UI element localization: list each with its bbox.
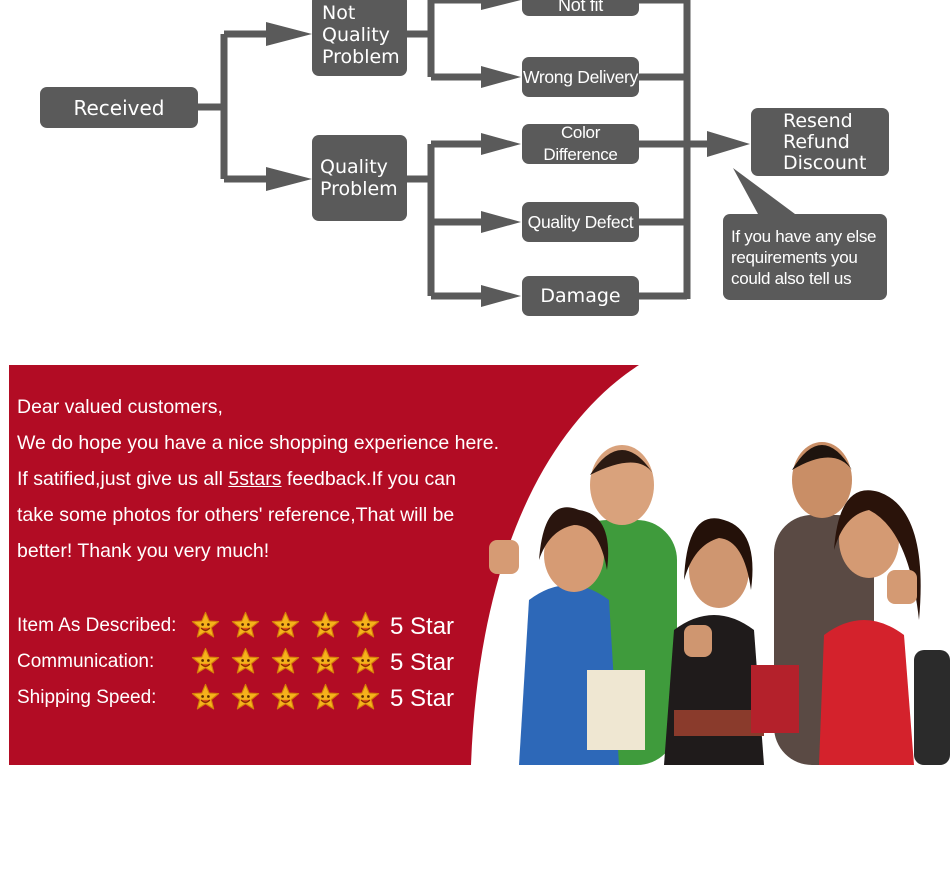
smiling-star-icon bbox=[311, 611, 340, 638]
smiling-star-icon bbox=[271, 611, 300, 638]
arrow-head bbox=[266, 22, 312, 46]
arrow-head bbox=[266, 167, 312, 191]
smiling-star-icon bbox=[271, 683, 300, 710]
node-label: Received bbox=[73, 95, 165, 120]
smiling-star-icon bbox=[231, 611, 260, 638]
node-quality-problem: Quality Problem bbox=[312, 135, 407, 221]
node-label: Resend Refund Discount bbox=[783, 109, 867, 174]
rating-value: 5 Star bbox=[390, 613, 455, 640]
note-text: If you have any else requirements you co… bbox=[731, 226, 877, 288]
rating-label: Shipping Speed: bbox=[17, 687, 157, 708]
node-not-fit: Not fit bbox=[522, 0, 639, 16]
node-not-quality-problem: Not Quality Problem bbox=[312, 0, 407, 76]
note-bubble: If you have any else requirements you co… bbox=[723, 214, 887, 300]
node-damage: Damage bbox=[522, 276, 639, 316]
thumb-up-hand bbox=[887, 570, 917, 604]
star-rating bbox=[191, 647, 380, 676]
smiling-star-icon bbox=[231, 647, 260, 674]
arrow-head bbox=[481, 66, 521, 88]
message-line: take some photos for others' reference,T… bbox=[17, 504, 455, 526]
return-process-flowchart: Received Not Quality Problem Quality Pro… bbox=[0, 0, 950, 330]
smiling-star-icon bbox=[311, 683, 340, 710]
person-front-left bbox=[489, 507, 645, 765]
message-text: If satified,just give us all bbox=[17, 468, 229, 490]
arrow-head bbox=[481, 0, 521, 10]
students-thumbs-up-photo bbox=[489, 442, 950, 765]
node-color-difference: Color Difference bbox=[522, 123, 639, 164]
smiling-star-icon bbox=[351, 647, 380, 674]
banner-background bbox=[9, 365, 639, 765]
message-line: We do hope you have a nice shopping expe… bbox=[17, 432, 500, 454]
message-line: better! Thank you very much! bbox=[17, 540, 270, 562]
node-label: Damage bbox=[540, 285, 621, 307]
arrow-head bbox=[707, 131, 750, 157]
star-rating bbox=[191, 611, 380, 640]
note-bubble-tail bbox=[733, 168, 795, 214]
smiling-star-icon bbox=[191, 683, 220, 710]
person-front-center bbox=[664, 518, 799, 765]
node-quality-defect: Quality Defect bbox=[522, 202, 639, 242]
arrow-head bbox=[481, 133, 521, 155]
rating-value: 5 Star bbox=[390, 685, 455, 712]
node-received: Received bbox=[40, 87, 198, 128]
message-line: If satified,just give us all 5stars feed… bbox=[17, 461, 499, 497]
thumb-up-hand bbox=[684, 625, 712, 657]
smiling-star-icon bbox=[311, 647, 340, 674]
rating-value: 5 Star bbox=[390, 649, 455, 676]
thumb-up-hand bbox=[489, 540, 519, 574]
smiling-star-icon bbox=[351, 683, 380, 710]
person-front-right bbox=[819, 490, 950, 765]
message-line: Dear valued customers, bbox=[17, 396, 223, 418]
node-label: Not fit bbox=[558, 0, 603, 15]
feedback-banner: Dear valued customers, We do hope you ha… bbox=[9, 365, 950, 765]
smiling-star-icon bbox=[191, 647, 220, 674]
arrow-head bbox=[481, 285, 521, 307]
node-label: Quality Defect bbox=[527, 212, 634, 232]
smiling-star-icon bbox=[351, 611, 380, 638]
star-rating bbox=[191, 683, 380, 712]
message-text: feedback.If you can bbox=[281, 468, 456, 490]
node-label: Wrong Delivery bbox=[522, 67, 639, 87]
customer-message: Dear valued customers, We do hope you ha… bbox=[17, 389, 499, 569]
five-stars-link: 5stars bbox=[228, 468, 282, 490]
smiling-star-icon bbox=[231, 683, 260, 710]
rating-label: Item As Described: bbox=[17, 615, 177, 636]
node-wrong-delivery: Wrong Delivery bbox=[522, 57, 639, 97]
flowchart-connectors bbox=[198, 0, 795, 307]
node-label: Not Quality Problem bbox=[322, 2, 400, 68]
smiling-star-icon bbox=[271, 647, 300, 674]
node-solutions: Resend Refund Discount bbox=[751, 108, 889, 176]
smiling-star-icon bbox=[191, 611, 220, 638]
arrow-head bbox=[481, 211, 521, 233]
node-label: Quality Problem bbox=[320, 156, 398, 200]
node-label: Color Difference bbox=[543, 123, 618, 164]
rating-label: Communication: bbox=[17, 651, 155, 672]
